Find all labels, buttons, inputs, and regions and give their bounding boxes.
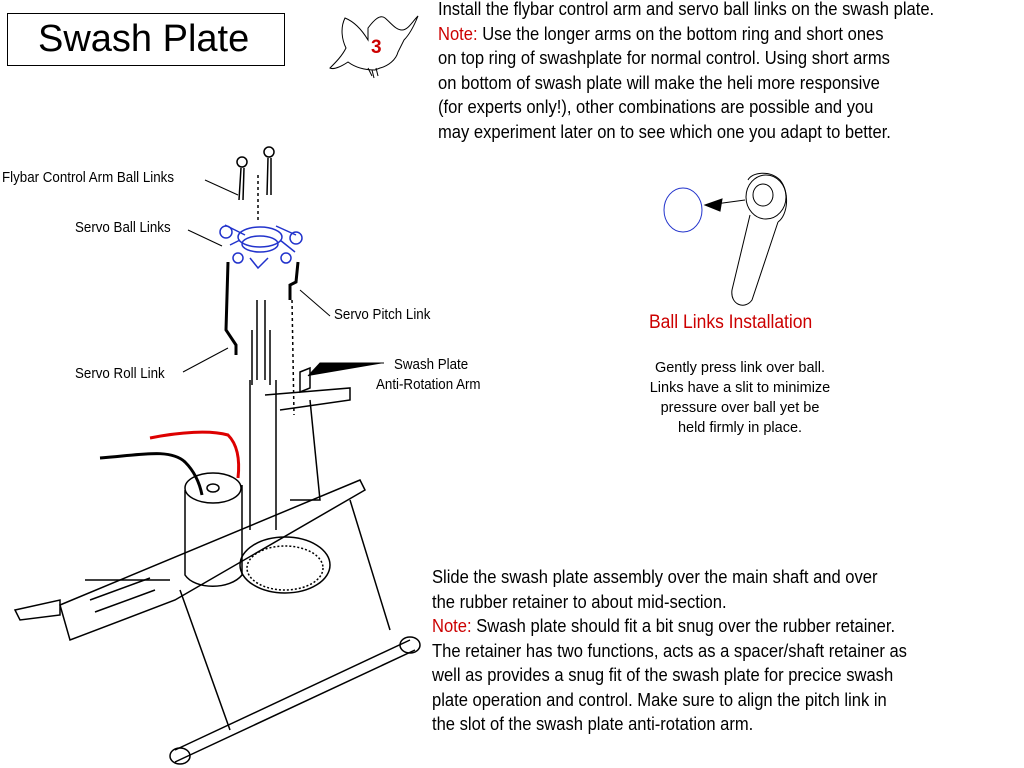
intro-paragraph: Install the flybar control arm and servo… bbox=[438, 0, 934, 144]
page-title: Swash Plate bbox=[7, 13, 285, 66]
label-anti-rotation-2: Anti-Rotation Arm bbox=[376, 377, 481, 393]
ball-desc-line-4: held firmly in place. bbox=[677, 420, 803, 436]
ball-links-title: Ball Links Installation bbox=[649, 312, 813, 333]
ball-desc-line-2: Links have a slit to minimize bbox=[649, 380, 831, 396]
intro-line-2: Note: Use the longer arms on the bottom … bbox=[438, 22, 934, 47]
ball-links-description: Gently press link over ball. Links have … bbox=[600, 358, 880, 438]
slide-paragraph: Slide the swash plate assembly over the … bbox=[432, 565, 907, 737]
wires bbox=[99, 430, 241, 496]
label-anti-rotation-1: Swash Plate bbox=[394, 357, 469, 373]
step-number: 3 bbox=[371, 37, 382, 58]
slide-line-1: Slide the swash plate assembly over the … bbox=[432, 567, 878, 587]
slide-line-6: plate operation and control. Make sure t… bbox=[432, 689, 887, 710]
intro-line-3: on top ring of swashplate for normal con… bbox=[438, 48, 890, 68]
slide-line-3: Note: Swash plate should fit a bit snug … bbox=[432, 614, 907, 639]
label-servo-roll-link: Servo Roll Link bbox=[75, 366, 165, 382]
note-label: Note: bbox=[438, 23, 478, 44]
note-label: Note: bbox=[432, 616, 472, 636]
label-servo-pitch-link: Servo Pitch Link bbox=[334, 307, 431, 323]
label-servo-ball-links: Servo Ball Links bbox=[75, 220, 171, 236]
slide-line-7: the slot of the swash plate anti-rotatio… bbox=[432, 714, 754, 734]
intro-line-2-text: Use the longer arms on the bottom ring a… bbox=[477, 23, 884, 44]
swash-plate-assembly bbox=[13, 146, 421, 765]
intro-line-1: Install the flybar control arm and servo… bbox=[438, 0, 935, 19]
intro-line-4: on bottom of swash plate will make the h… bbox=[438, 72, 880, 93]
ball-desc-line-3: pressure over ball yet be bbox=[660, 400, 820, 416]
intro-line-6: may experiment later on to see which one… bbox=[438, 121, 891, 142]
leader-lines bbox=[182, 179, 384, 377]
intro-line-5: (for experts only!), other combinations … bbox=[438, 97, 874, 117]
label-flybar-links: Flybar Control Arm Ball Links bbox=[2, 170, 174, 186]
dove-icon bbox=[329, 15, 419, 79]
slide-line-5: well as provides a snug fit of the swash… bbox=[432, 665, 894, 685]
ball-link-illustration bbox=[663, 172, 787, 306]
slide-line-2: the rubber retainer to about mid-section… bbox=[432, 591, 727, 612]
slide-line-4: The retainer has two functions, acts as … bbox=[432, 640, 907, 661]
slide-line-3-text: Swash plate should fit a bit snug over t… bbox=[471, 616, 896, 636]
ball-desc-line-1: Gently press link over ball. bbox=[654, 360, 826, 376]
